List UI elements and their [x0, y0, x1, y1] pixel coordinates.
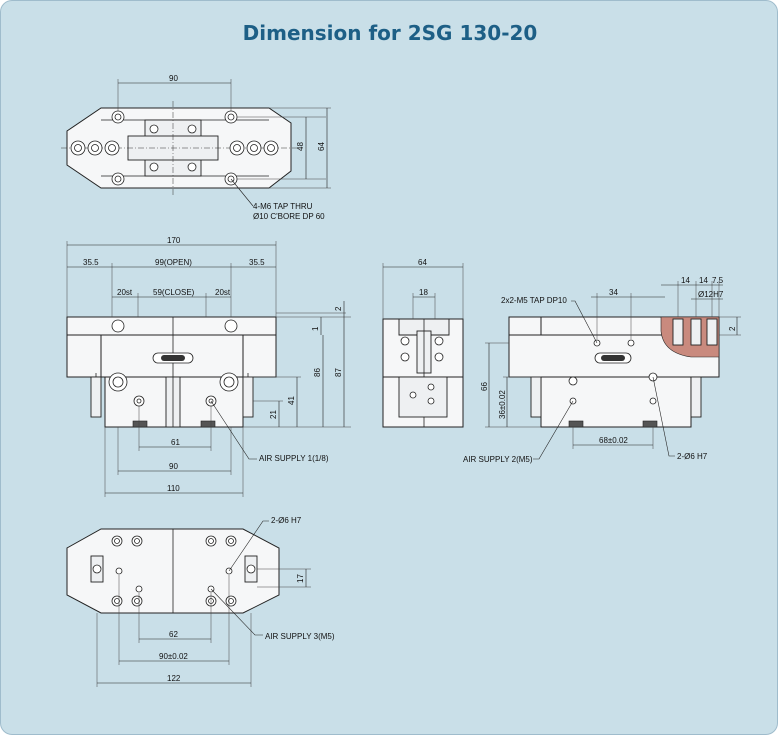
top-note-cbore: Ø10 C'BORE DP 60 — [253, 212, 325, 221]
bottom-dim-122: 122 — [167, 674, 181, 683]
right-view: 2x2-M5 TAP DP10 34 14 14 7.5 Ø12H7 2 — [463, 276, 741, 464]
right-dim-36: 36±0.02 — [498, 390, 507, 419]
bottom-view: 2-Ø6 H7 17 62 90±0.02 122 AIR SUPPLY 3(M… — [66, 516, 335, 687]
front-dim-2: 2 — [334, 306, 343, 311]
front-dim-35-5-right: 35.5 — [249, 258, 265, 267]
right-dim-68: 68±0.02 — [599, 436, 628, 445]
top-note-tap: 4-M6 TAP THRU — [253, 202, 313, 211]
side-dim-18: 18 — [419, 288, 428, 297]
right-tap-note: 2x2-M5 TAP DP10 — [501, 296, 567, 305]
right-dim-14a: 14 — [681, 276, 690, 285]
front-dim-close: 59(CLOSE) — [153, 288, 195, 297]
front-dim-20st-left: 20st — [117, 288, 133, 297]
front-dim-open: 99(OPEN) — [155, 258, 192, 267]
side-view: 64 18 — [382, 258, 464, 428]
right-dim-7-5: 7.5 — [712, 276, 724, 285]
right-dim-12h7: Ø12H7 — [698, 290, 724, 299]
right-dim-34: 34 — [609, 288, 618, 297]
front-dim-41: 41 — [287, 396, 296, 405]
page-title: Dimension for 2SG 130-20 — [242, 21, 538, 45]
right-air-supply-2: AIR SUPPLY 2(M5) — [463, 455, 533, 464]
front-dim-35-5-left: 35.5 — [83, 258, 99, 267]
front-dim-110: 110 — [167, 484, 180, 493]
top-dim-48: 48 — [296, 142, 305, 151]
bottom-pin-note: 2-Ø6 H7 — [271, 516, 302, 525]
side-dim-64: 64 — [418, 258, 427, 267]
right-pin-note: 2-Ø6 H7 — [677, 452, 708, 461]
bottom-dim-62: 62 — [169, 630, 178, 639]
front-dim-61: 61 — [171, 438, 180, 447]
front-dim-20st-right: 20st — [215, 288, 231, 297]
right-dim-2: 2 — [728, 326, 737, 331]
front-dim-21: 21 — [269, 410, 278, 419]
right-dim-66: 66 — [480, 382, 489, 391]
right-dim-14b: 14 — [699, 276, 708, 285]
front-view: 170 35.5 99(OPEN) 35.5 20st 59(CLOSE) 20… — [66, 236, 351, 497]
front-dim-87: 87 — [334, 368, 343, 377]
bottom-dim-17: 17 — [296, 574, 305, 583]
front-air-supply-1: AIR SUPPLY 1(1/8) — [259, 454, 329, 463]
front-dim-86: 86 — [313, 368, 322, 377]
front-dim-170: 170 — [167, 236, 181, 245]
top-dim-90: 90 — [169, 74, 178, 83]
top-view: 90 48 64 4-M6 TAP THRU Ø10 C'BORE DP 60 — [61, 74, 331, 221]
bottom-dim-90: 90±0.02 — [159, 652, 188, 661]
front-dim-1: 1 — [311, 326, 320, 331]
front-dim-90: 90 — [169, 462, 178, 471]
bottom-air-supply-3: AIR SUPPLY 3(M5) — [265, 632, 335, 641]
top-dim-64: 64 — [317, 142, 326, 151]
